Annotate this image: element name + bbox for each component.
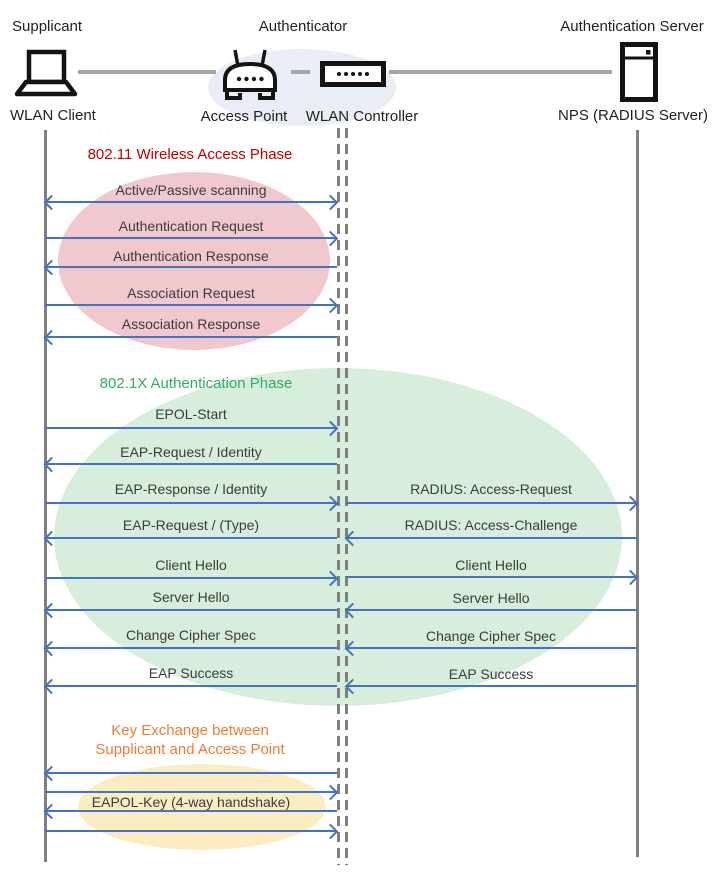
actor-label-access-point: Access Point (200, 108, 288, 125)
message-arrow-eapol-key-4-way-handshake-left (43, 803, 337, 819)
message-label-radius-access-request-right: RADIUS: Access-Request (410, 481, 572, 497)
arrow-line (346, 502, 637, 504)
wlan-controller-icon (320, 61, 386, 87)
arrow-line (45, 537, 337, 539)
message-label-eap-request-identity-left: EAP-Request / Identity (120, 444, 262, 460)
actor-label-wlan-controller: WLAN Controller (305, 108, 419, 125)
message-label-association-request-left: Association Request (127, 285, 255, 301)
arrow-line (45, 685, 337, 687)
arrowhead-right-icon (322, 495, 339, 511)
message-label-eap-request-type-left: EAP-Request / (Type) (122, 517, 260, 533)
message-label-eapol-key-4-way-handshake-left: EAPOL-Key (4-way handshake) (91, 794, 291, 810)
role-label-authentication-server: Authentication Server (560, 18, 704, 35)
actor-label-wlan-client: WLAN Client (10, 107, 96, 124)
message-arrow-change-cipher-spec-left (43, 640, 337, 656)
message-arrow-association-request-left (45, 297, 339, 313)
arrow-line (45, 304, 337, 306)
role-label-authenticator: Authenticator (258, 18, 348, 35)
message-label-radius-access-challenge-right: RADIUS: Access-Challenge (404, 517, 578, 533)
phase2-title: 802.1X Authentication Phase (99, 375, 293, 392)
arrow-line (45, 647, 337, 649)
message-arrow-radius-access-request-right (346, 495, 639, 511)
arrow-line (45, 609, 337, 611)
message-arrow-association-response-left (43, 329, 337, 345)
lifeline-wlan-controller-right (345, 128, 348, 865)
message-label-server-hello-right: Server Hello (452, 590, 530, 606)
message-arrow-client-hello-left (45, 570, 339, 586)
arrow-line (45, 266, 337, 268)
laptop-icon (14, 49, 78, 97)
message-arrow-eap-success-right (344, 678, 637, 694)
arrow-line (45, 463, 337, 465)
message-label-change-cipher-spec-right: Change Cipher Spec (426, 628, 556, 644)
message-arrow-handshake-22-left (45, 823, 339, 839)
arrow-line (346, 685, 637, 687)
message-label-active-passive-scanning-left: Active/Passive scanning (115, 182, 267, 198)
message-arrow-eap-request-identity-left (43, 456, 337, 472)
arrow-line (45, 772, 337, 774)
connector-line-controller-to-server (389, 70, 612, 74)
lifeline-nps (636, 130, 639, 857)
arrow-line (45, 336, 337, 338)
arrowhead-right-icon (322, 823, 339, 839)
arrow-line (45, 502, 337, 504)
message-label-eap-success-left: EAP Success (148, 665, 234, 681)
arrow-line (346, 537, 637, 539)
role-label-supplicant: Supplicant (12, 18, 83, 35)
message-arrow-handshake-20-left (45, 784, 339, 800)
lifeline-wlan-client (44, 130, 47, 862)
message-arrow-eap-success-left (43, 678, 337, 694)
arrow-line (45, 830, 337, 832)
message-label-client-hello-right: Client Hello (455, 557, 527, 573)
message-label-authentication-response-left: Authentication Response (113, 248, 269, 264)
message-arrow-client-hello-right (346, 569, 639, 585)
arrow-line (45, 237, 337, 239)
connector-line-client-to-ap (78, 70, 216, 74)
phase3-ellipse (78, 764, 326, 850)
message-arrow-server-hello-right (344, 602, 637, 618)
access-point-icon (223, 49, 277, 100)
message-label-authentication-request-left: Authentication Request (118, 218, 264, 234)
message-arrow-change-cipher-spec-right (344, 640, 637, 656)
phase3-title-line1: Key Exchange between (111, 722, 269, 739)
phase1-title: 802.11 Wireless Access Phase (87, 146, 293, 163)
arrow-line (45, 791, 337, 793)
arrow-line (346, 576, 637, 578)
message-label-association-response-left: Association Response (121, 316, 261, 332)
message-label-epol-start-left: EPOL-Start (155, 406, 227, 422)
message-arrow-server-hello-left (43, 602, 337, 618)
message-arrow-radius-access-challenge-right (344, 530, 637, 546)
connector-line-ap-to-controller (291, 70, 310, 74)
message-arrow-active-passive-scanning-left (43, 194, 339, 210)
message-label-client-hello-left: Client Hello (155, 557, 227, 573)
server-icon (620, 42, 658, 102)
message-arrow-eap-request-type-left (43, 530, 337, 546)
arrowhead-right-icon (322, 420, 339, 436)
message-label-eap-success-right: EAP Success (448, 666, 534, 682)
arrow-line (45, 810, 337, 812)
arrow-line (45, 427, 337, 429)
arrow-line (346, 609, 637, 611)
message-label-change-cipher-spec-left: Change Cipher Spec (126, 627, 256, 643)
message-arrow-authentication-response-left (43, 259, 337, 275)
message-arrow-eap-response-identity-left (45, 495, 339, 511)
arrowhead-right-icon (622, 495, 639, 511)
message-label-server-hello-left: Server Hello (152, 589, 230, 605)
message-arrow-authentication-request-left (45, 230, 339, 246)
actor-label-nps: NPS (RADIUS Server) (557, 107, 709, 124)
arrowhead-left-icon (43, 765, 60, 781)
message-arrow-handshake-19-left (43, 765, 337, 781)
message-label-eap-response-identity-left: EAP-Response / Identity (114, 481, 268, 497)
message-arrow-epol-start-left (45, 420, 339, 436)
arrow-line (45, 201, 337, 203)
arrow-line (346, 647, 637, 649)
lifeline-wlan-controller-left (337, 128, 340, 865)
arrow-line (45, 577, 337, 579)
phase3-title-line2: Supplicant and Access Point (95, 741, 285, 758)
